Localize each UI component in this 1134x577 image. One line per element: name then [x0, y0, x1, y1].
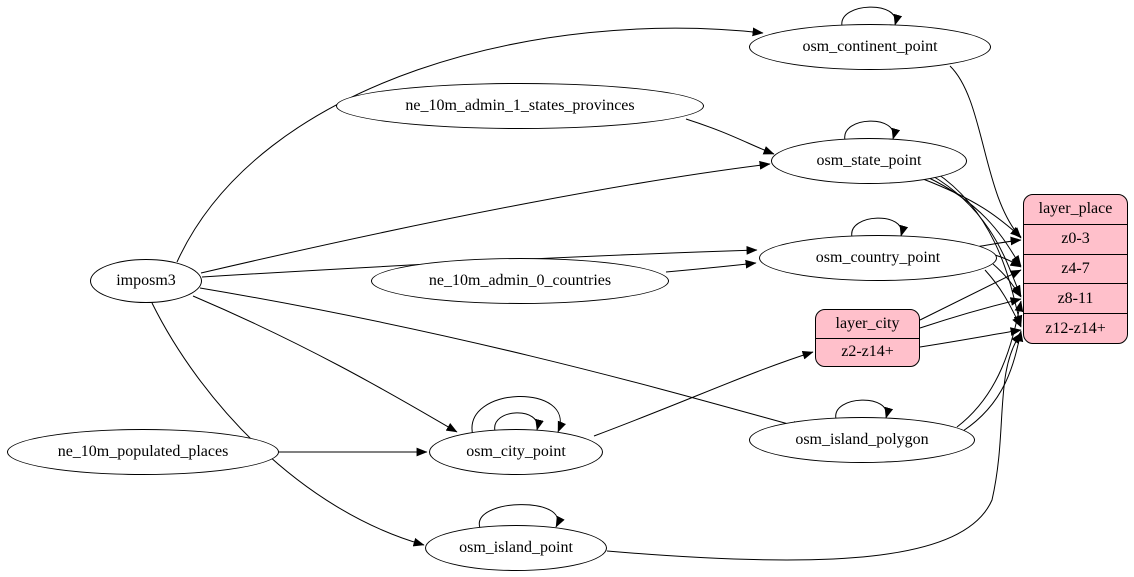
edge-osm_country_point-to-layer_place-z12-z14+ — [984, 269, 1022, 328]
node-label: osm_city_point — [466, 443, 566, 460]
edge-layer_city-to-layer_place-z8-11 — [919, 297, 1022, 329]
record-row-z0-3: z0-3 — [1024, 223, 1127, 254]
edge-osm_state_point-to-layer_place-z0-3 — [922, 178, 1022, 238]
node-label: ne_10m_populated_places — [57, 443, 229, 460]
record-row-z4-7: z4-7 — [1024, 253, 1127, 284]
node-ne-10m-admin-1-states-provinces: ne_10m_admin_1_states_provinces — [336, 83, 704, 129]
edge-imposm3-to-osm_state_point — [200, 160, 771, 274]
record-header: layer_city — [835, 314, 900, 332]
node-osm-continent-point: osm_continent_point — [749, 24, 991, 70]
node-label: osm_island_polygon — [795, 431, 929, 448]
record-row-z12-z14: z12-z14+ — [1024, 313, 1127, 343]
node-label: osm_country_point — [815, 249, 941, 266]
edge-osm_island_polygon-to-layer_place-z12-z14+ — [962, 330, 1024, 432]
node-osm-country-point: osm_country_point — [759, 235, 997, 281]
node-label: ne_10m_admin_0_countries — [428, 272, 612, 289]
node-osm-island-point: osm_island_point — [425, 525, 607, 571]
node-label: imposm3 — [116, 272, 176, 289]
edge-imposm3-to-osm_continent_point — [176, 27, 764, 263]
node-osm-city-point: osm_city_point — [429, 429, 603, 475]
node-ne-10m-populated-places: ne_10m_populated_places — [7, 429, 279, 475]
node-layer-place: layer_place z0-3 z4-7 z8-11 z12-z14+ — [1023, 194, 1128, 344]
node-label: osm_state_point — [816, 152, 922, 169]
edge-imposm3-to-osm_island_point — [151, 302, 425, 547]
node-label: ne_10m_admin_1_states_provinces — [405, 97, 635, 114]
record-row-z2-z14: z2-z14+ — [816, 337, 919, 367]
edge-imposm3-to-osm_city_point — [192, 295, 458, 433]
record-header: layer_place — [1038, 200, 1113, 218]
node-ne-10m-admin-0-countries: ne_10m_admin_0_countries — [371, 258, 669, 304]
node-layer-city: layer_city z2-z14+ — [815, 309, 920, 367]
edge-imposm3-to-osm_island_polygon — [199, 287, 804, 430]
edge-ne_10m_admin_1_states_provinces-to-osm_state_point — [685, 118, 775, 155]
node-label: osm_island_point — [459, 539, 573, 556]
edge-osm_country_point-to-layer_place-z8-11 — [992, 263, 1022, 298]
node-osm-island-polygon: osm_island_polygon — [749, 417, 975, 463]
node-label: osm_continent_point — [802, 38, 938, 55]
edge-osm_country_point-to-layer_place-z4-7 — [994, 254, 1022, 268]
node-osm-state-point: osm_state_point — [771, 138, 967, 184]
node-imposm3: imposm3 — [90, 259, 202, 303]
edge-osm_state_point-to-layer_place-z8-11 — [930, 174, 1022, 297]
edge-osm_island_polygon-to-layer_place-z8-11 — [956, 300, 1024, 428]
edge-ne_10m_admin_0_countries-to-osm_country_point — [665, 259, 757, 273]
record-row-z8-11: z8-11 — [1024, 283, 1127, 313]
edge-layer_city-to-layer_place-z12-z14+ — [919, 327, 1022, 348]
